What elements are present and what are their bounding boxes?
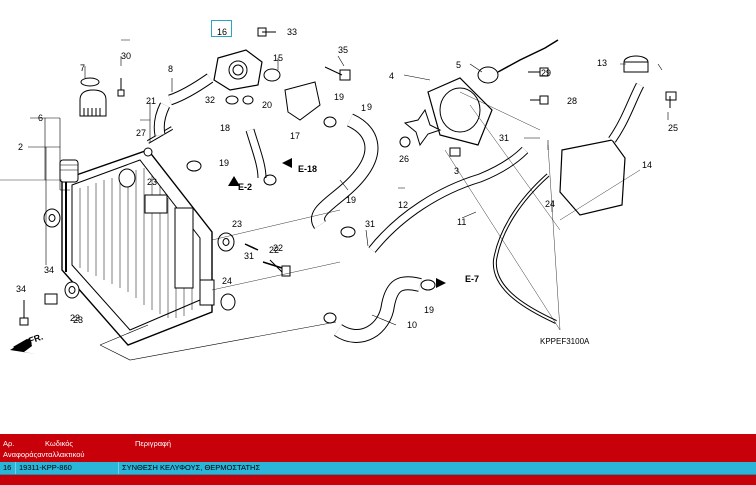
callout-34: 34 — [44, 265, 54, 275]
callout-23: 23 — [232, 219, 242, 229]
row-number: 16 — [3, 463, 12, 472]
callout-19: 19 — [424, 305, 434, 315]
header-code: Κωδικός — [45, 439, 74, 448]
callout-32: 32 — [205, 95, 215, 105]
callout-23: 23 — [70, 313, 80, 323]
callout-7: 7 — [80, 63, 85, 73]
callout-6: 6 — [38, 113, 43, 123]
callout-31: 31 — [365, 219, 375, 229]
callout-25: 25 — [668, 123, 678, 133]
header-number-line2: Αναφοράςανταλλακτικού — [3, 450, 85, 459]
callout-15: 15 — [273, 53, 283, 63]
table-header: Αρ. Αναφοράςανταλλακτικού Κωδικός Περιγρ… — [0, 434, 756, 462]
callout-19: 19 — [334, 92, 344, 102]
callout-19: 19 — [219, 158, 229, 168]
callout-27: 27 — [136, 128, 146, 138]
callout-20: 20 — [262, 100, 272, 110]
header-number: Αρ. — [3, 439, 15, 448]
callout-3: 3 — [454, 166, 459, 176]
callout-14: 14 — [642, 160, 652, 170]
callout-34: 34 — [16, 284, 26, 294]
diagram-drawing: FR. 16 33 30 7 8 35 5 29 13 15 4 28 6 21 32 20 1 19 9 25 2 27… — [0, 27, 678, 361]
callout-5: 5 — [456, 60, 461, 70]
callout-21: 21 — [146, 96, 156, 106]
callout-11: 11 — [457, 217, 466, 227]
callout-2: 2 — [18, 142, 23, 152]
callout-17: 17 — [290, 131, 300, 141]
thermostat-housing — [213, 49, 263, 91]
callout-8: 8 — [168, 64, 173, 74]
table-row[interactable]: 16 19311-KPP-860 ΣΥΝΘΕΣΗ ΚΕΛΥΦΟΥΣ, ΘΕΡΜΟ… — [0, 462, 756, 475]
callout-35: 35 — [338, 45, 348, 55]
callout-19: 19 — [346, 195, 356, 205]
callout-30: 30 — [121, 51, 131, 61]
row-code: 19311-KPP-860 — [19, 463, 72, 472]
selected-callout-highlight — [211, 20, 232, 37]
callout-31: 31 — [244, 251, 254, 261]
callout-e-2: E-2 — [238, 182, 252, 192]
callout-1: 1 — [361, 103, 366, 113]
callout-28: 28 — [567, 96, 577, 106]
callout-9: 9 — [367, 102, 372, 112]
callout-labels: 16 33 30 7 8 35 5 29 13 15 4 28 6 21 32 20 1 19 9 25 2 27 18 17… — [16, 27, 678, 330]
row-description: ΣΥΝΘΕΣΗ ΚΕΛΥΦΟΥΣ, ΘΕΡΜΟΣΤΑΤΗΣ — [122, 463, 261, 472]
table-footer-bar — [0, 475, 756, 485]
header-description: Περιγραφή — [135, 439, 172, 448]
callout-33: 33 — [287, 27, 297, 37]
callout-24: 24 — [545, 199, 555, 209]
radiator — [59, 149, 215, 346]
diagram-code: KPPEF3100A — [540, 337, 590, 346]
callout-29: 29 — [541, 68, 551, 78]
callout-16[interactable]: 16 — [217, 27, 227, 37]
callout-4: 4 — [389, 71, 394, 81]
reference-arrows — [228, 158, 446, 288]
callout-e-7: E-7 — [465, 274, 479, 284]
callout-e-18: E-18 — [298, 164, 317, 174]
fr-arrow-icon — [10, 338, 36, 354]
callout-23: 23 — [73, 315, 83, 325]
callout-24: 24 — [222, 276, 232, 286]
callout-13: 13 — [597, 58, 607, 68]
callout-26: 26 — [399, 154, 409, 164]
callout-31: 31 — [499, 133, 509, 143]
callout-18: 18 — [220, 123, 230, 133]
callout-23: 23 — [147, 177, 157, 187]
callout-10: 10 — [407, 320, 417, 330]
fr-label: FR. — [27, 332, 44, 346]
parts-diagram: FR. 16 33 30 7 8 35 5 29 13 15 4 28 6 21 32 20 1 19 9 25 2 27… — [0, 20, 679, 361]
callout-22: 22 — [273, 243, 283, 253]
callout-12: 12 — [398, 200, 408, 210]
parts-table: Αρ. Αναφοράςανταλλακτικού Κωδικός Περιγρ… — [0, 434, 756, 485]
callout-22: 22 — [269, 245, 279, 255]
